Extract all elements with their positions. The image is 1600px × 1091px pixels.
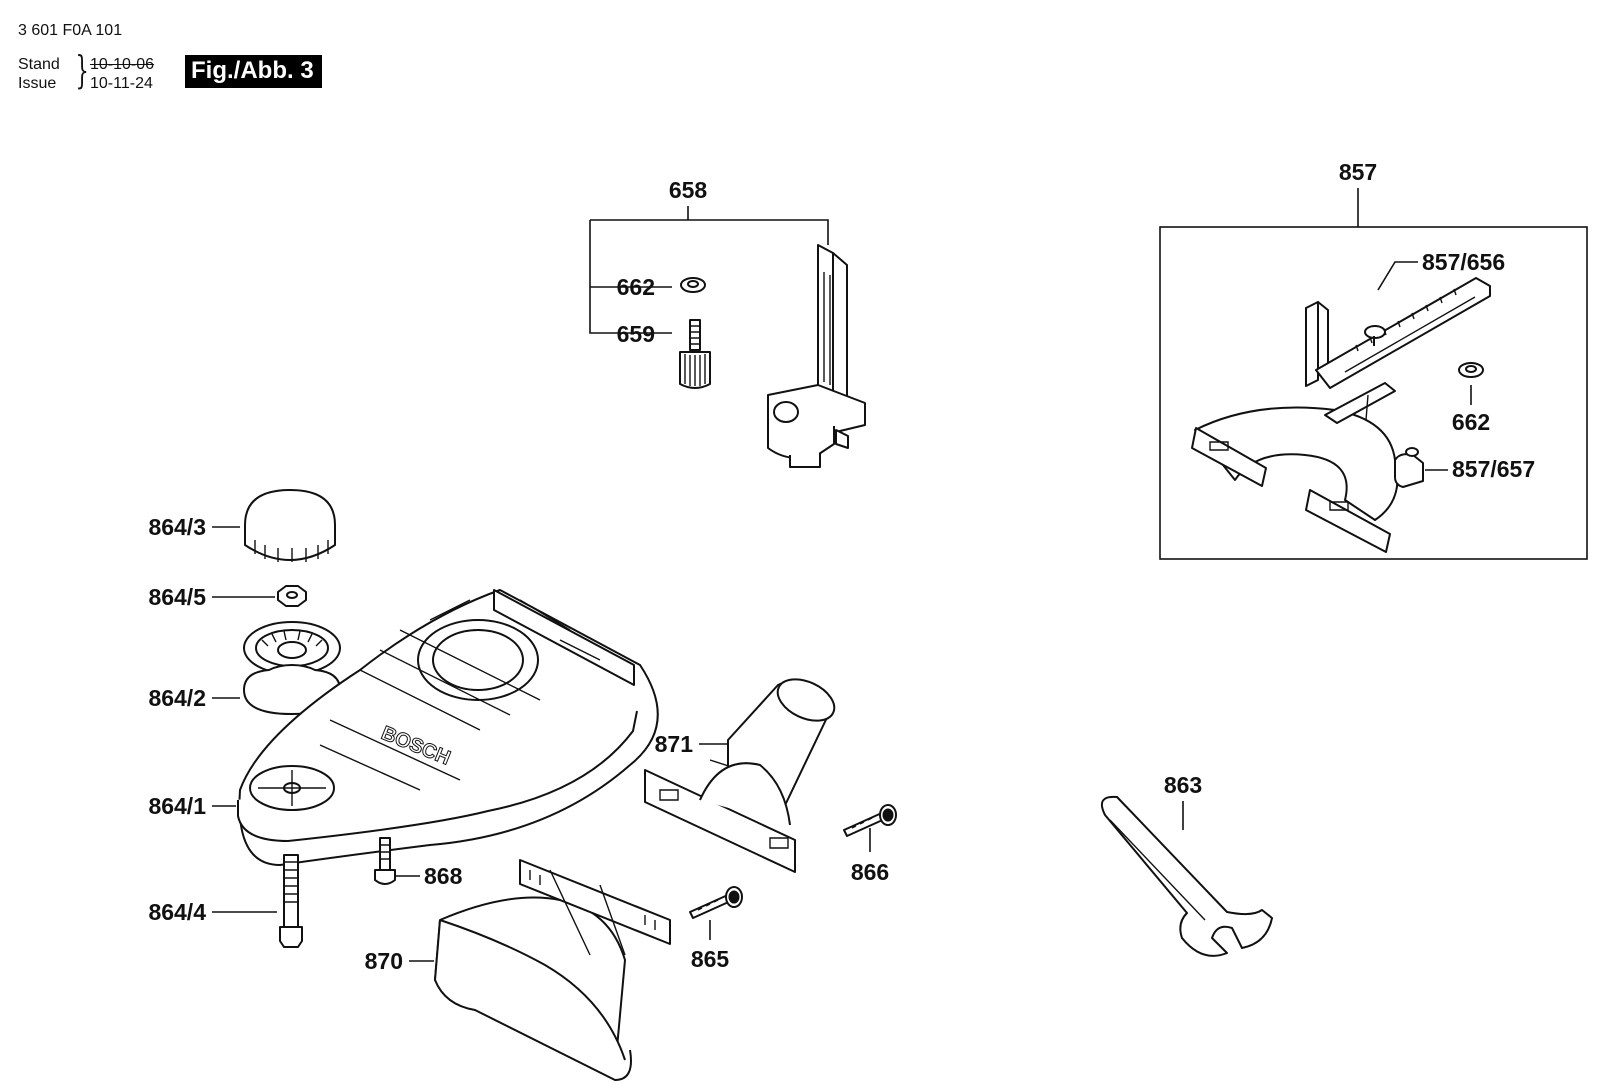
part-870-group: 870 (365, 859, 671, 1081)
figure-label: Fig./Abb. 3 (185, 55, 322, 88)
base-plate-864-1: BOSCH (237, 589, 659, 866)
label-857: 857 (1339, 159, 1377, 185)
stand-issue-labels: Stand Issue (18, 55, 60, 93)
dust-hood-870 (434, 859, 671, 1081)
parallel-guide-bracket (767, 244, 866, 468)
label-662-a: 662 (617, 274, 655, 300)
date-old: 10-10-06 (90, 56, 155, 73)
bolt-864-4 (279, 854, 303, 948)
box-857 (1159, 226, 1588, 560)
label-866: 866 (851, 859, 889, 885)
label-662-b: 662 (1452, 409, 1490, 435)
part-865-group: 865 (689, 886, 743, 972)
washer-662-a (680, 277, 706, 293)
part-868-group: 868 (374, 837, 463, 889)
label-864-2: 864/2 (148, 685, 206, 711)
brace-symbol: } (75, 48, 89, 92)
screw-865 (689, 886, 743, 919)
label-659: 659 (617, 321, 655, 347)
stand-label: Stand (18, 56, 60, 73)
screw-866 (843, 804, 897, 837)
part-864-group: 864/3 864/5 864/2 864/1 864/4 (148, 489, 659, 948)
circle-guide-plate (1191, 382, 1399, 553)
label-863: 863 (1164, 772, 1202, 798)
issue-label: Issue (18, 75, 57, 92)
label-864-3: 864/3 (148, 514, 206, 540)
part-871-group: 871 (644, 678, 836, 873)
wrench-863 (1101, 795, 1273, 957)
part-863-group: 863 (1101, 772, 1273, 957)
dust-adapter-871 (644, 678, 836, 873)
label-865: 865 (691, 946, 730, 972)
part-866-group: 866 (843, 804, 897, 885)
label-857-656: 857/656 (1422, 249, 1505, 275)
part-658-group: 658 662 659 (589, 177, 866, 468)
part-857-group: 857 857/656 662 857/657 (1159, 159, 1588, 560)
document-number: 3 601 F0A 101 (18, 22, 123, 39)
leader-857-656 (1377, 261, 1418, 291)
label-658: 658 (669, 177, 708, 203)
washer-662-b (1458, 362, 1484, 378)
nut-864-5 (277, 585, 307, 607)
label-864-4: 864/4 (148, 899, 206, 925)
label-868: 868 (424, 863, 463, 889)
knob-cap-864-3 (244, 489, 336, 562)
screw-868 (374, 837, 396, 885)
date-new: 10-11-24 (90, 75, 153, 92)
leader-658 (589, 206, 829, 334)
circle-guide-scale (1305, 277, 1491, 389)
label-864-1: 864/1 (148, 793, 206, 819)
label-870: 870 (365, 948, 403, 974)
clamp-857-657 (1394, 447, 1424, 488)
thumb-screw-659 (679, 319, 711, 389)
label-871: 871 (655, 731, 694, 757)
revision-dates: 10-10-06 10-11-24 (90, 55, 154, 93)
knob-864-2 (243, 621, 341, 715)
label-857-657: 857/657 (1452, 456, 1535, 482)
label-864-5: 864/5 (148, 584, 206, 610)
